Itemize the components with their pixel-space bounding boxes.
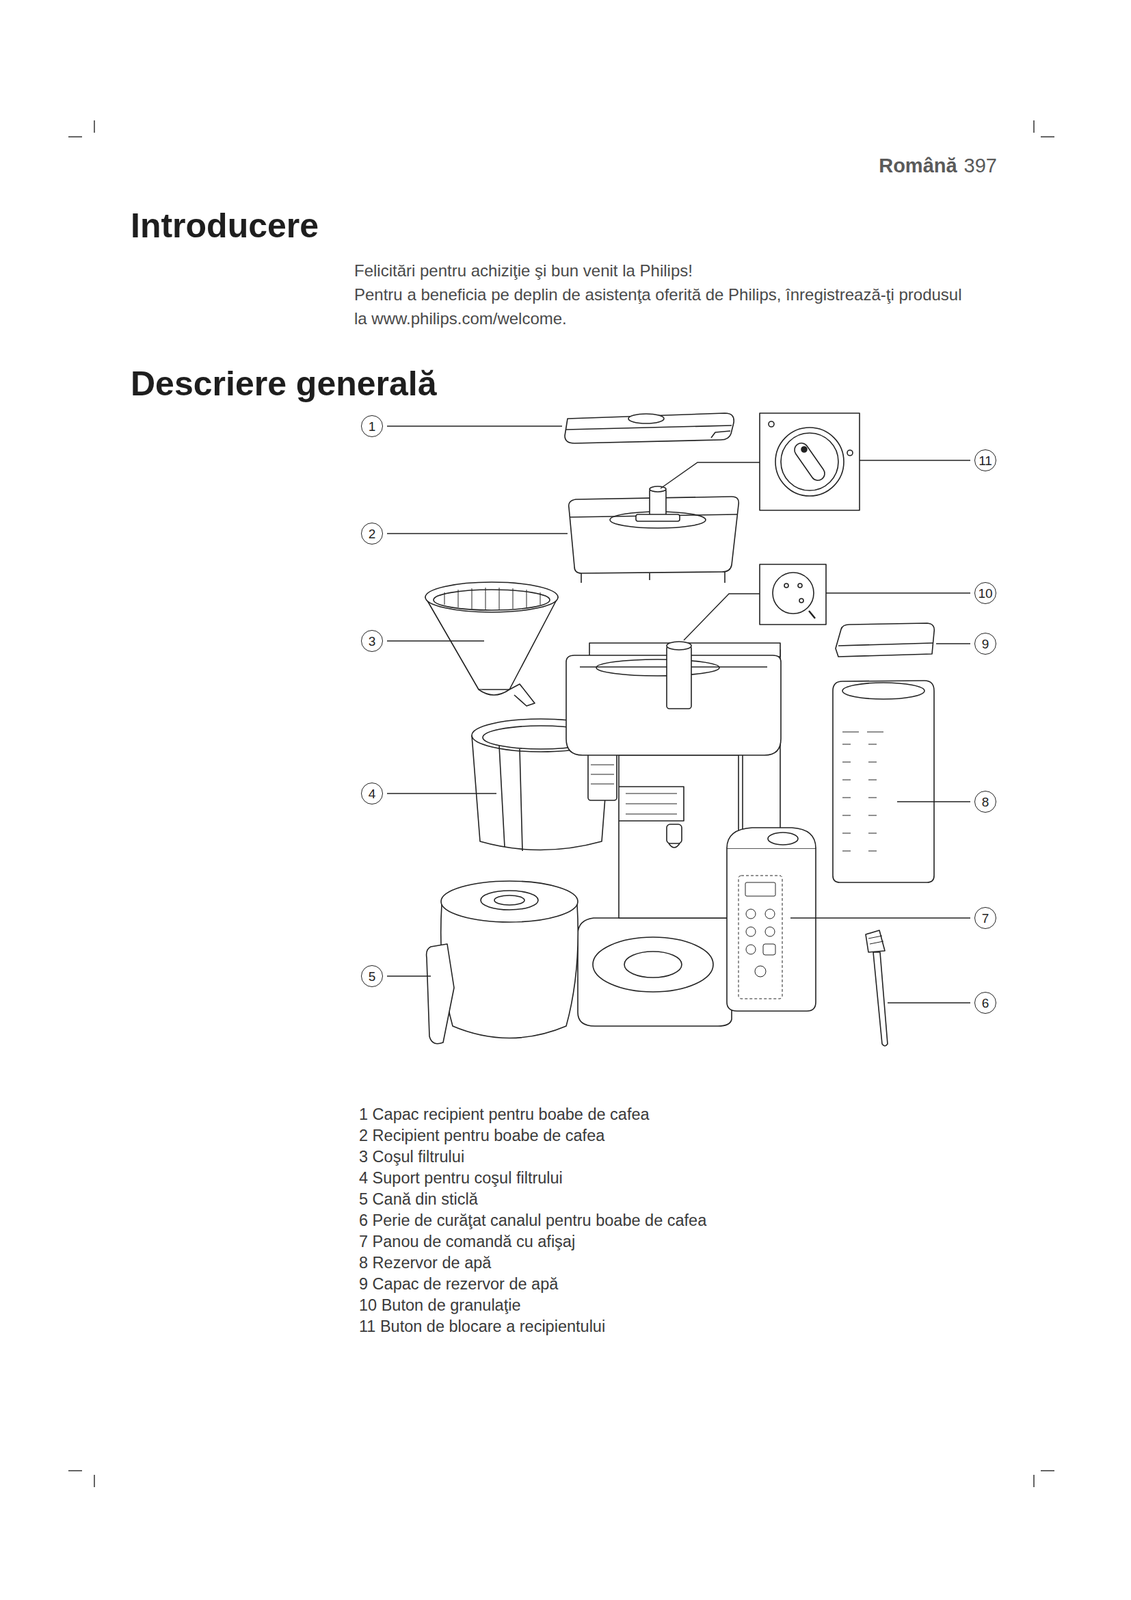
callout-number: 11 xyxy=(974,449,997,472)
intro-text: Felicitări pentru achiziţie şi bun venit… xyxy=(354,258,974,331)
parts-list: 1 Capac recipient pentru boabe de cafea2… xyxy=(358,1103,707,1337)
leader-lines xyxy=(387,426,971,1003)
callout-number: 9 xyxy=(974,632,997,655)
crop-marks xyxy=(68,120,1055,1487)
callout-number: 7 xyxy=(974,906,997,929)
parts-list-item: 2 Recipient pentru boabe de cafea xyxy=(358,1124,707,1147)
parts-list-item: 9 Capac de rezervor de apă xyxy=(358,1273,707,1295)
callout-number: 1 xyxy=(361,415,383,437)
parts-list-item: 5 Cană din sticlă xyxy=(358,1188,707,1210)
parts-list-item: 6 Perie de curăţat canalul pentru boabe … xyxy=(358,1209,707,1231)
parts-list-item: 10 Buton de granulaţie xyxy=(358,1294,707,1316)
parts-list-item: 4 Suport pentru coşul filtrului xyxy=(358,1167,707,1189)
section-heading: Descriere generală xyxy=(130,363,437,404)
page-number: 397 xyxy=(964,154,997,178)
intro-paragraph: Pentru a beneficia pe deplin de asistenţ… xyxy=(354,282,974,331)
language-tab: Română xyxy=(878,154,957,178)
parts-list-item: 3 Coşul filtrului xyxy=(358,1146,707,1168)
callout-number: 2 xyxy=(361,522,383,545)
callout-number: 3 xyxy=(361,629,383,652)
callout-number: 10 xyxy=(974,581,997,604)
parts-list-item: 1 Capac recipient pentru boabe de cafea xyxy=(358,1103,707,1125)
callout-number: 8 xyxy=(974,790,997,813)
parts-list-item: 8 Rezervor de apă xyxy=(358,1252,707,1274)
callout-number: 5 xyxy=(361,964,383,987)
callout-number: 4 xyxy=(361,782,383,805)
page-header: Română 397 xyxy=(878,154,997,178)
section-heading: Introducere xyxy=(130,205,319,246)
parts-list-item: 7 Panou de comandă cu afişaj xyxy=(358,1230,707,1253)
illustration xyxy=(425,413,935,1046)
parts-list-item: 11 Buton de blocare a recipientului xyxy=(358,1315,707,1337)
callout-number: 6 xyxy=(974,991,997,1014)
intro-paragraph: Felicitări pentru achiziţie şi bun venit… xyxy=(354,258,974,283)
